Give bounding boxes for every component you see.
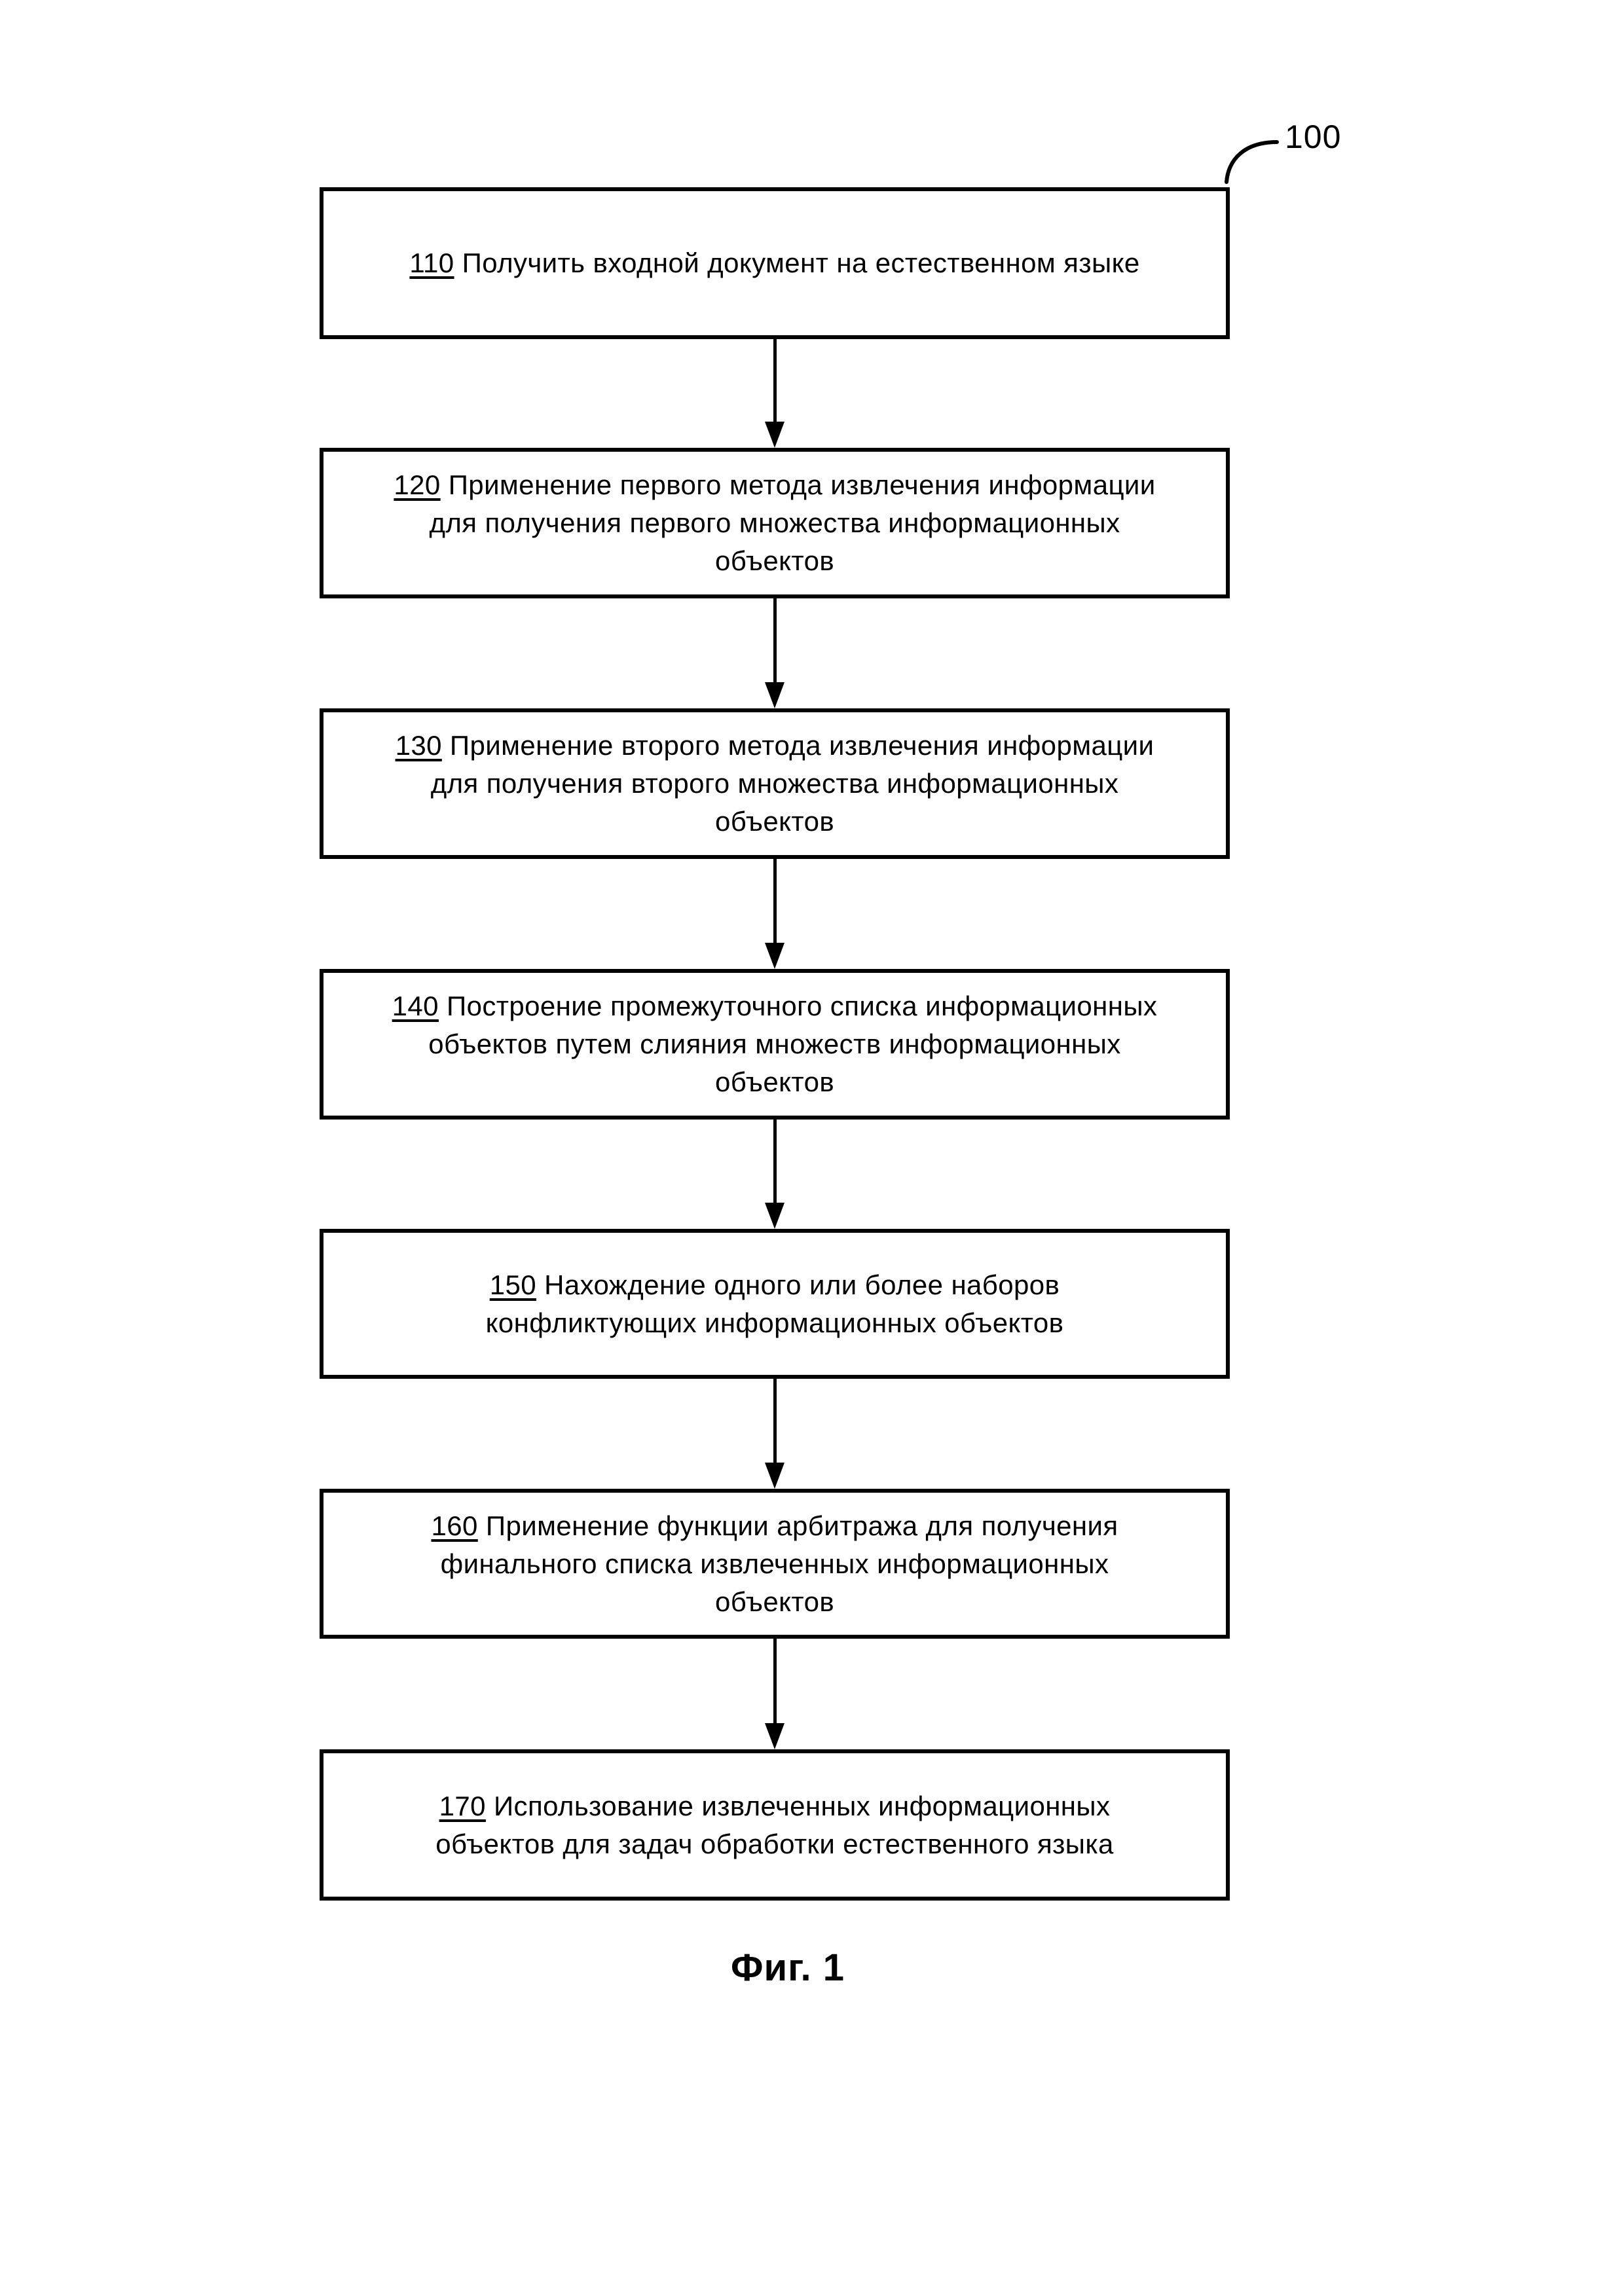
step-line: 130 Применение второго метода извлечения… xyxy=(396,727,1154,765)
step-line: объектов xyxy=(714,545,835,576)
step-line: для получения второго множества информац… xyxy=(430,768,1119,799)
step-number: 160 xyxy=(431,1510,478,1541)
step-line: для получения первого множества информац… xyxy=(429,507,1120,538)
flow-step-120: 120 Применение первого метода извлечения… xyxy=(320,448,1230,598)
step-text: Применение второго метода извлечения инф… xyxy=(449,730,1154,761)
arrow-shaft xyxy=(773,1379,777,1467)
flow-step-150: 150 Нахождение одного или более наборов … xyxy=(320,1229,1230,1379)
step-text: Использование извлеченных информационных xyxy=(493,1790,1111,1821)
step-number: 110 xyxy=(409,247,454,278)
step-line: финального списка извлеченных информацио… xyxy=(440,1548,1109,1579)
step-line: конфликтующих информационных объектов xyxy=(485,1307,1064,1338)
step-line: 170 Использование извлеченных информацио… xyxy=(439,1787,1111,1825)
arrow-shaft xyxy=(773,598,777,686)
step-line: объектов xyxy=(714,806,835,837)
step-line: 140 Построение промежуточного списка инф… xyxy=(392,987,1158,1025)
flow-arrow xyxy=(765,598,784,708)
step-number: 130 xyxy=(395,730,442,761)
leader-line xyxy=(1225,140,1279,184)
flow-step-130: 130 Применение второго метода извлечения… xyxy=(320,708,1230,859)
step-number: 120 xyxy=(394,469,441,500)
flow-arrow xyxy=(765,859,784,969)
arrow-head-icon xyxy=(765,682,784,708)
step-line: объектов xyxy=(714,1586,835,1617)
arrow-shaft xyxy=(773,1639,777,1727)
arrow-shaft xyxy=(773,339,777,426)
step-number: 170 xyxy=(439,1790,486,1821)
step-line: 110 Получить входной документ на естеств… xyxy=(409,244,1139,282)
arrow-head-icon xyxy=(765,1723,784,1749)
flow-arrow xyxy=(765,1379,784,1489)
step-number: 140 xyxy=(392,991,439,1021)
arrow-head-icon xyxy=(765,1203,784,1229)
step-number: 150 xyxy=(489,1269,537,1300)
flow-step-140: 140 Построение промежуточного списка инф… xyxy=(320,969,1230,1120)
arrow-head-icon xyxy=(765,943,784,969)
step-line: 160 Применение функции арбитража для пол… xyxy=(432,1507,1118,1545)
step-text: Получить входной документ на естественно… xyxy=(462,247,1140,278)
arrow-head-icon xyxy=(765,1463,784,1489)
step-text: Построение промежуточного списка информа… xyxy=(447,991,1158,1021)
flow-step-170: 170 Использование извлеченных информацио… xyxy=(320,1749,1230,1901)
step-text: Применение первого метода извлечения инф… xyxy=(448,469,1156,500)
step-text: Нахождение одного или более наборов xyxy=(544,1269,1060,1300)
step-line: объектов для задач обработки естественно… xyxy=(435,1828,1114,1859)
flow-step-160: 160 Применение функции арбитража для пол… xyxy=(320,1489,1230,1639)
step-text: Применение функции арбитража для получен… xyxy=(485,1510,1118,1541)
step-line: 120 Применение первого метода извлечения… xyxy=(394,466,1155,504)
arrow-shaft xyxy=(773,859,777,947)
figure-ref-number: 100 xyxy=(1285,118,1342,155)
step-line: объектов xyxy=(714,1066,835,1097)
flow-arrow xyxy=(765,339,784,448)
arrow-shaft xyxy=(773,1120,777,1207)
flow-step-110: 110 Получить входной документ на естеств… xyxy=(320,187,1230,339)
arrow-head-icon xyxy=(765,422,784,448)
flow-arrow xyxy=(765,1120,784,1229)
step-line: 150 Нахождение одного или более наборов xyxy=(490,1266,1060,1304)
flow-arrow xyxy=(765,1639,784,1749)
step-line: объектов путем слияния множеств информац… xyxy=(428,1029,1121,1059)
figure-caption: Фиг. 1 xyxy=(731,1946,845,1989)
